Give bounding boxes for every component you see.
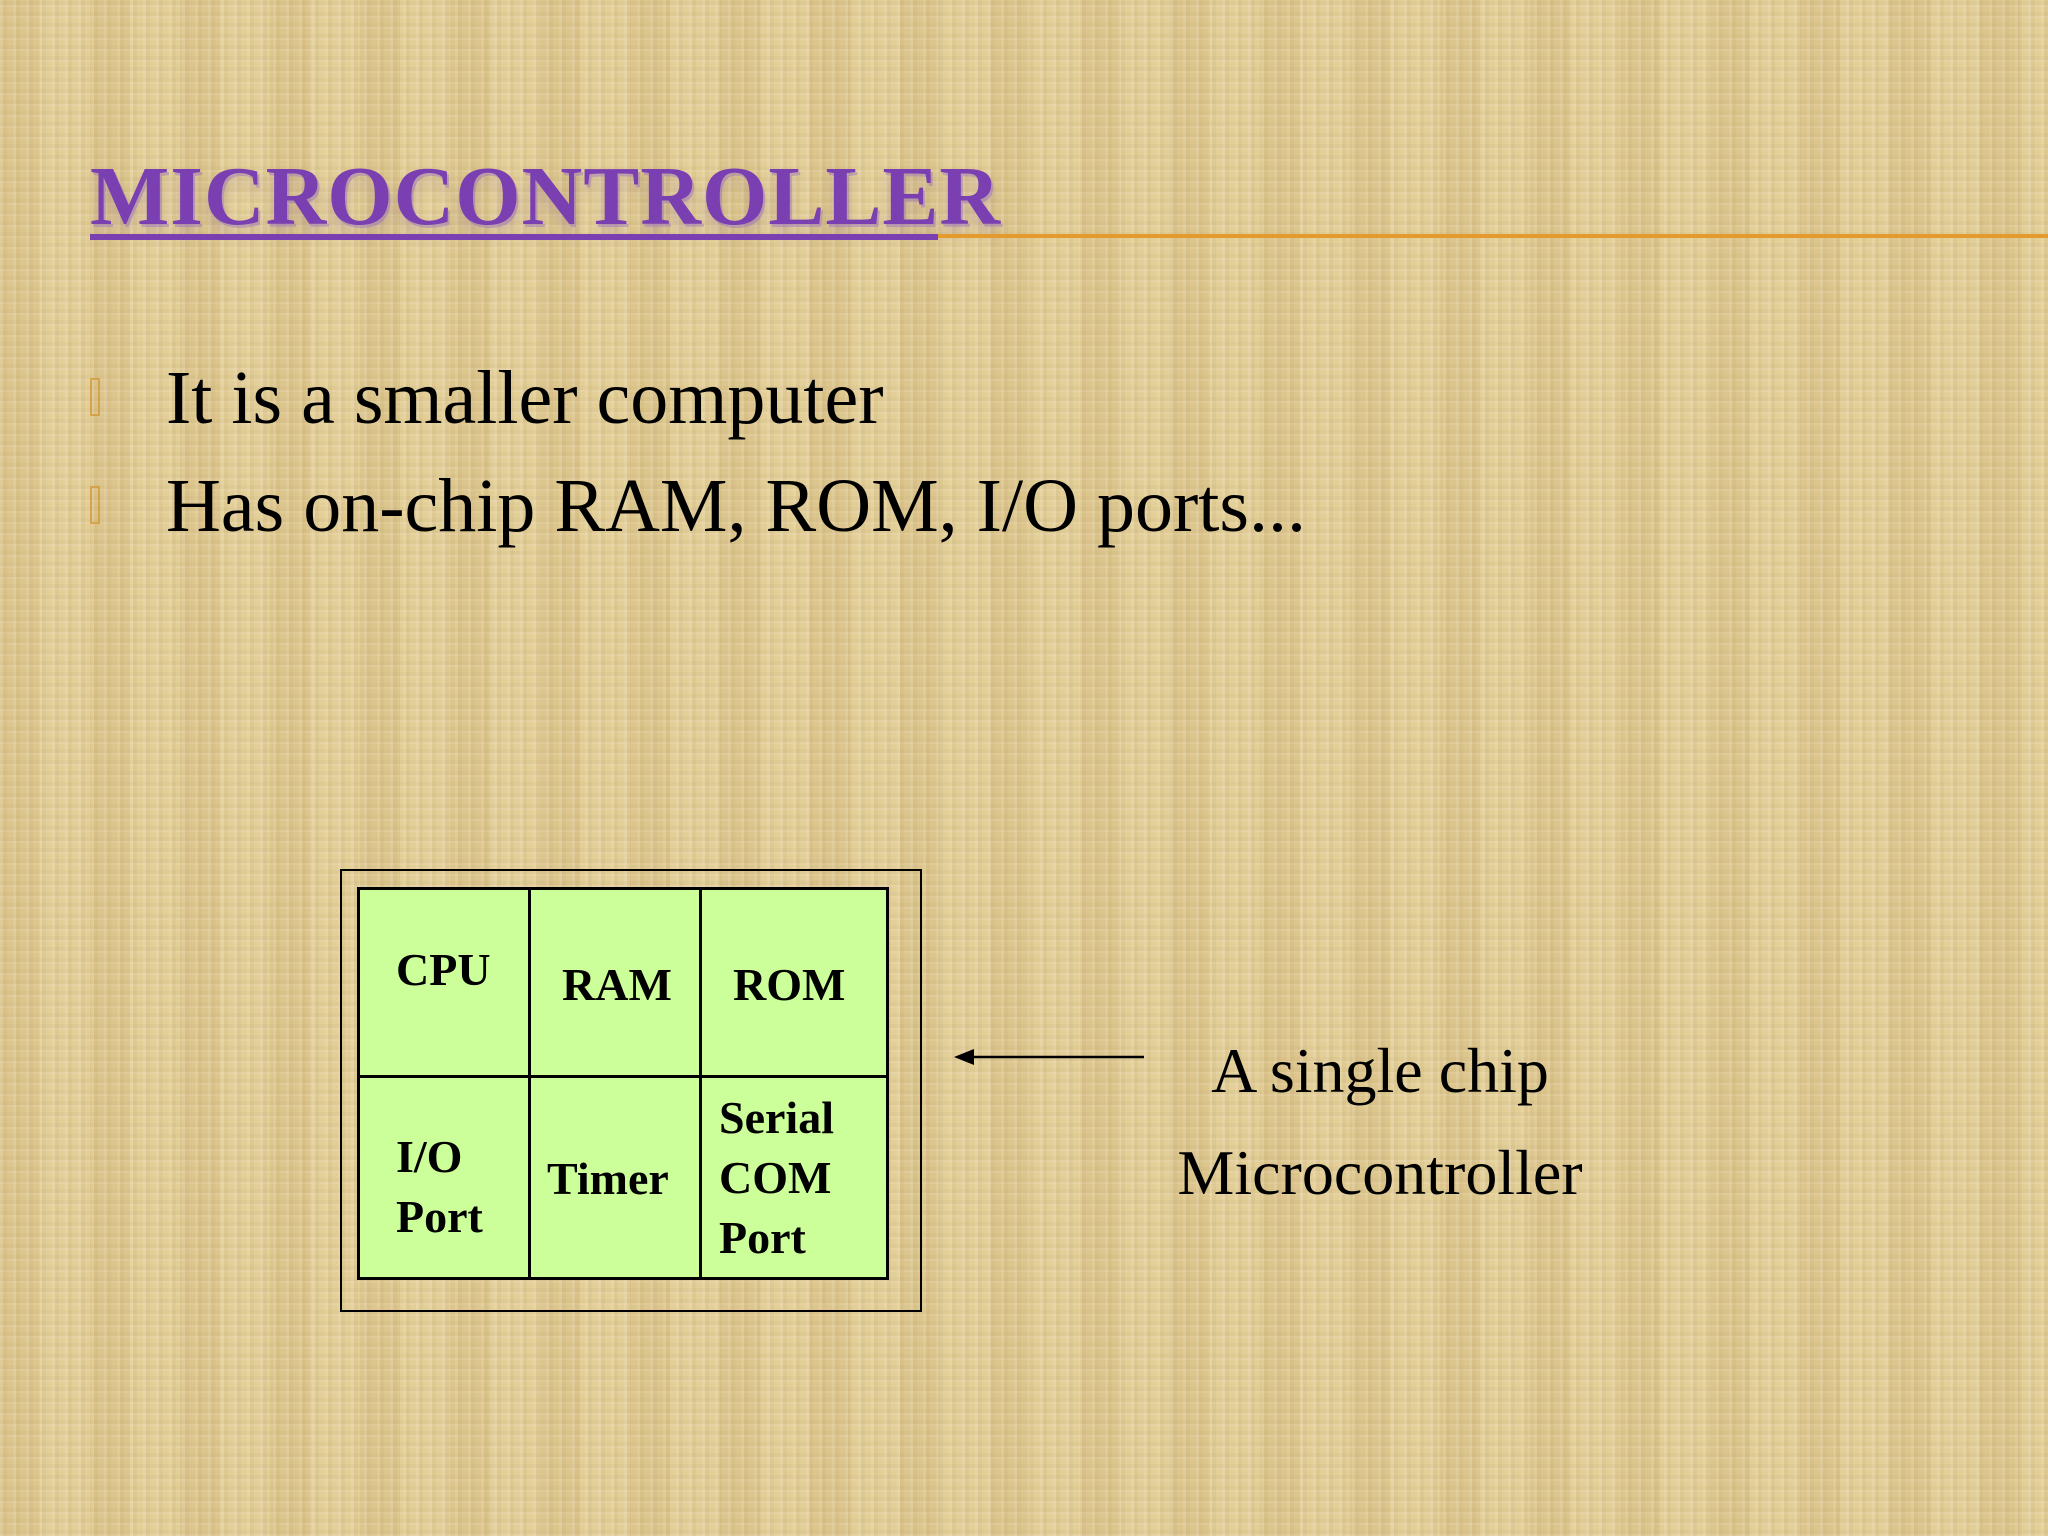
serial-com-port-line: Serial [719,1092,834,1143]
chip-package-outline [340,869,922,1312]
timer-block-label: Timer [547,1153,669,1204]
bullet-text: Has on-chip RAM, ROM, I/O ports... [166,464,1306,548]
cpu-block-label: CPU [396,944,491,995]
io-port-line: I/O [396,1131,463,1182]
rom-block-label: ROM [733,959,846,1010]
title-underline [90,234,938,240]
io-port-line: Port [396,1190,483,1242]
serial-com-port-line: COM [719,1151,832,1203]
serial-com-port-line: Port [719,1211,806,1263]
ram-block-label: RAM [562,959,672,1010]
serial-com-port-block-label: Serial COM Port [719,1088,834,1267]
bullet-text: It is a smaller computer [166,356,884,440]
grid-divider [699,890,702,1277]
grid-divider [528,890,531,1277]
io-port-block-label: I/O Port [396,1127,483,1247]
bullet-marker-icon [90,378,100,416]
caption-line: Microcontroller [1177,1137,1583,1209]
left-arrow-icon [954,1049,1144,1065]
slide-title: MICROCONTROLLER [90,150,1002,243]
diagram-caption: A single chip Microcontroller [1140,1020,1620,1225]
grid-divider [360,1075,886,1078]
bullet-marker-icon [90,486,100,524]
title-divider-line [938,234,2048,238]
caption-line: A single chip [1211,1035,1549,1106]
microcontroller-block-diagram: CPU RAM ROM I/O Port Timer Serial COM Po… [357,887,889,1280]
